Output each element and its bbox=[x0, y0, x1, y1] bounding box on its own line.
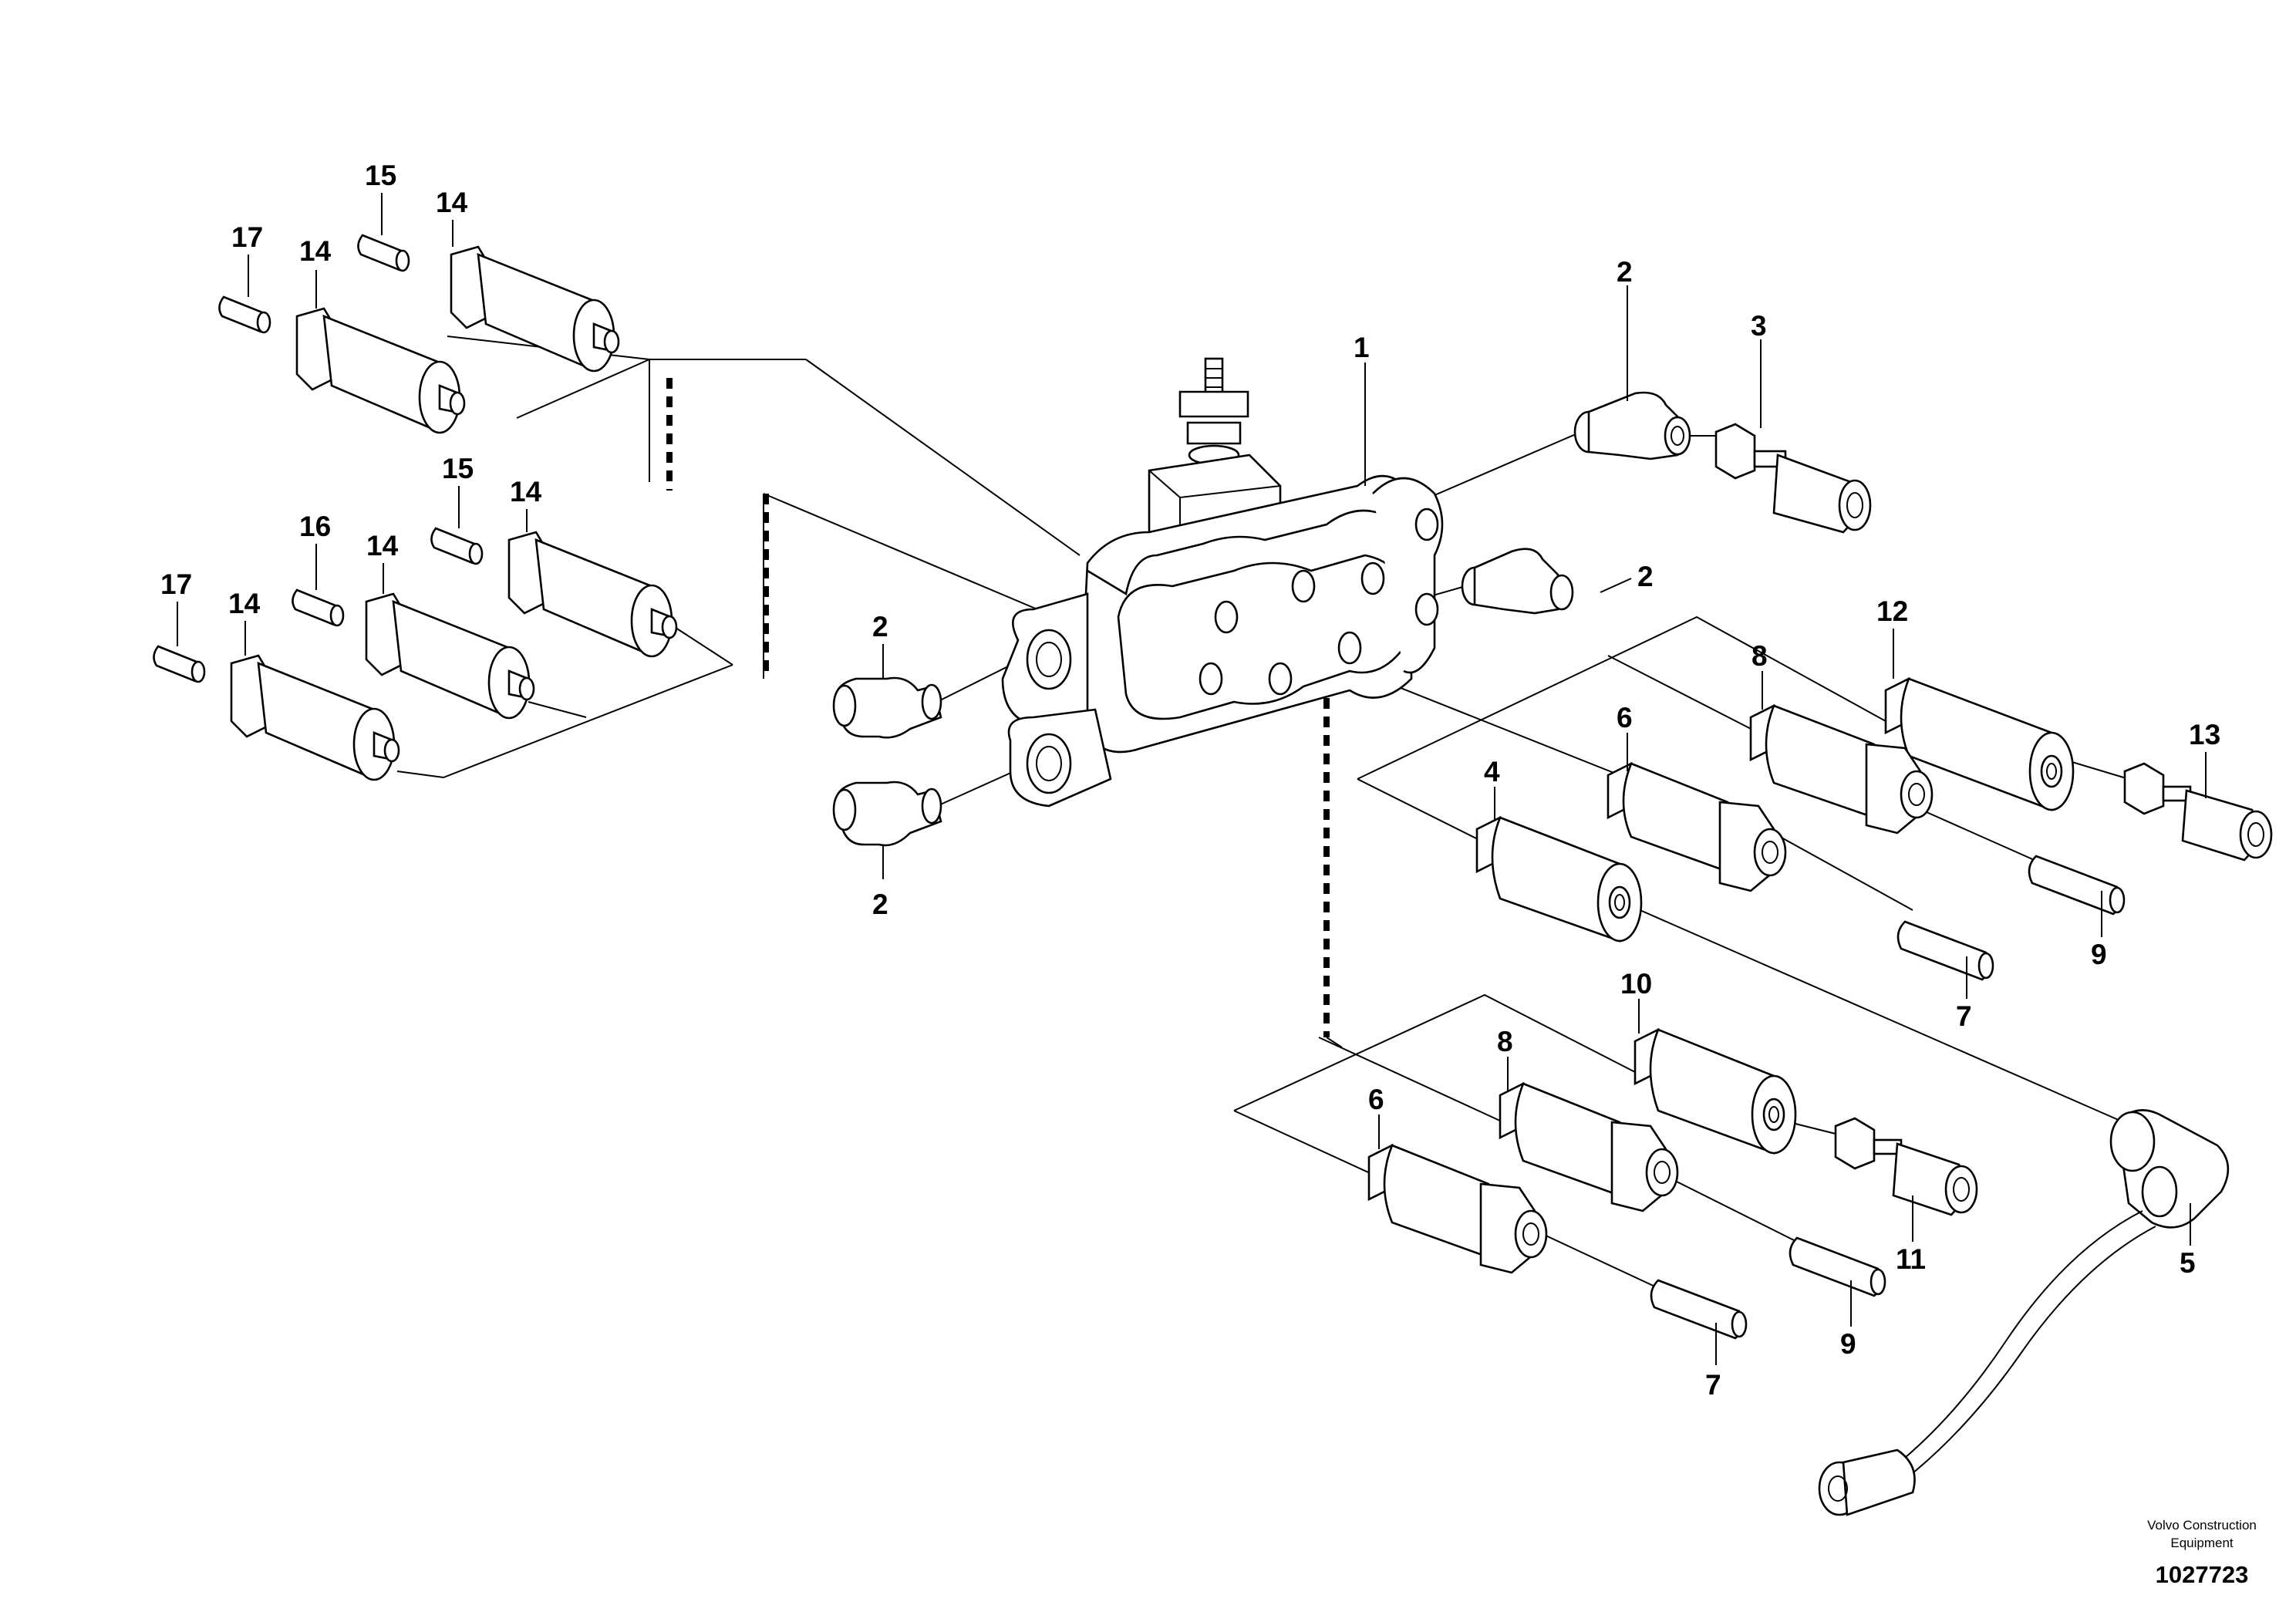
callout-14: 14 bbox=[436, 187, 468, 218]
callout-6: 6 bbox=[1368, 1084, 1384, 1115]
callout-9: 9 bbox=[2091, 939, 2107, 970]
callout-leaders bbox=[177, 193, 2207, 1365]
tube-15-a bbox=[357, 234, 410, 272]
callout-14: 14 bbox=[299, 235, 332, 267]
callout-8: 8 bbox=[1497, 1026, 1513, 1057]
valve-block bbox=[1001, 357, 1444, 808]
adapter-14-e bbox=[230, 654, 400, 781]
adapter-8-upper bbox=[1749, 703, 1934, 835]
callout-16: 16 bbox=[299, 511, 331, 542]
callout-8: 8 bbox=[1752, 640, 1768, 672]
tube-15-b bbox=[430, 527, 484, 565]
callout-2: 2 bbox=[1637, 561, 1654, 592]
tube-17-b bbox=[153, 645, 206, 683]
callout-14: 14 bbox=[510, 476, 542, 508]
adapter-6-upper bbox=[1607, 761, 1787, 892]
nut-hose-13 bbox=[2123, 762, 2273, 862]
adapter-14-d bbox=[365, 592, 535, 720]
credit-line-1: Volvo Construction bbox=[2147, 1518, 2257, 1533]
callout-14: 14 bbox=[228, 588, 261, 619]
callout-labels: 1 2 3 2 2 2 12 13 8 6 4 9 7 10 8 6 11 5 … bbox=[160, 160, 2220, 1401]
callout-4: 4 bbox=[1484, 756, 1500, 787]
hose-assembly-5 bbox=[1818, 1109, 2230, 1516]
adapter-14-c bbox=[507, 531, 678, 658]
adapter-10 bbox=[1633, 1027, 1797, 1155]
tube-7-lower bbox=[1650, 1279, 1748, 1340]
callout-3: 3 bbox=[1751, 310, 1767, 342]
tube-9-lower bbox=[1789, 1236, 1886, 1297]
elbow-fitting-upper-right bbox=[1573, 391, 1691, 460]
callout-2: 2 bbox=[1617, 256, 1633, 288]
callout-1: 1 bbox=[1354, 332, 1370, 363]
callout-7: 7 bbox=[1705, 1369, 1721, 1401]
adapter-4 bbox=[1475, 815, 1643, 943]
callout-7: 7 bbox=[1956, 1000, 1972, 1032]
callout-10: 10 bbox=[1620, 968, 1652, 1000]
tube-17-a bbox=[218, 295, 271, 334]
callout-17: 17 bbox=[231, 221, 263, 253]
document-number: 1027723 bbox=[2156, 1561, 2249, 1588]
tube-7-upper bbox=[1896, 920, 1994, 981]
callout-15: 15 bbox=[365, 160, 396, 191]
callout-13: 13 bbox=[2189, 719, 2220, 750]
callout-14: 14 bbox=[366, 530, 399, 561]
callout-6: 6 bbox=[1617, 702, 1633, 733]
dashed-break-lines bbox=[666, 378, 1343, 1048]
callout-12: 12 bbox=[1876, 595, 1908, 627]
tube-9-upper bbox=[2028, 855, 2126, 916]
adapter-14-b bbox=[295, 307, 466, 434]
adapter-14-a bbox=[450, 245, 620, 373]
elbow-fitting-middle-right bbox=[1461, 548, 1574, 615]
footer-credit: Volvo Construction Equipment 1027723 bbox=[2147, 1518, 2257, 1588]
callout-17: 17 bbox=[160, 568, 192, 600]
adapter-6-lower bbox=[1367, 1143, 1548, 1274]
nut-hose-11 bbox=[1834, 1117, 1978, 1216]
adapter-12 bbox=[1884, 676, 2075, 811]
elbow-fitting-left-lower bbox=[832, 781, 942, 847]
callout-11: 11 bbox=[1896, 1243, 1926, 1275]
tube-16 bbox=[292, 588, 345, 627]
callout-9: 9 bbox=[1840, 1328, 1856, 1360]
callout-2: 2 bbox=[872, 611, 888, 642]
callout-2: 2 bbox=[872, 889, 888, 920]
nut-hose-3 bbox=[1714, 423, 1872, 534]
callout-15: 15 bbox=[442, 453, 474, 484]
elbow-fitting-left-upper bbox=[832, 676, 942, 739]
adapter-8-lower bbox=[1499, 1081, 1679, 1212]
callout-5: 5 bbox=[2180, 1247, 2196, 1279]
credit-line-2: Equipment bbox=[2170, 1536, 2234, 1550]
